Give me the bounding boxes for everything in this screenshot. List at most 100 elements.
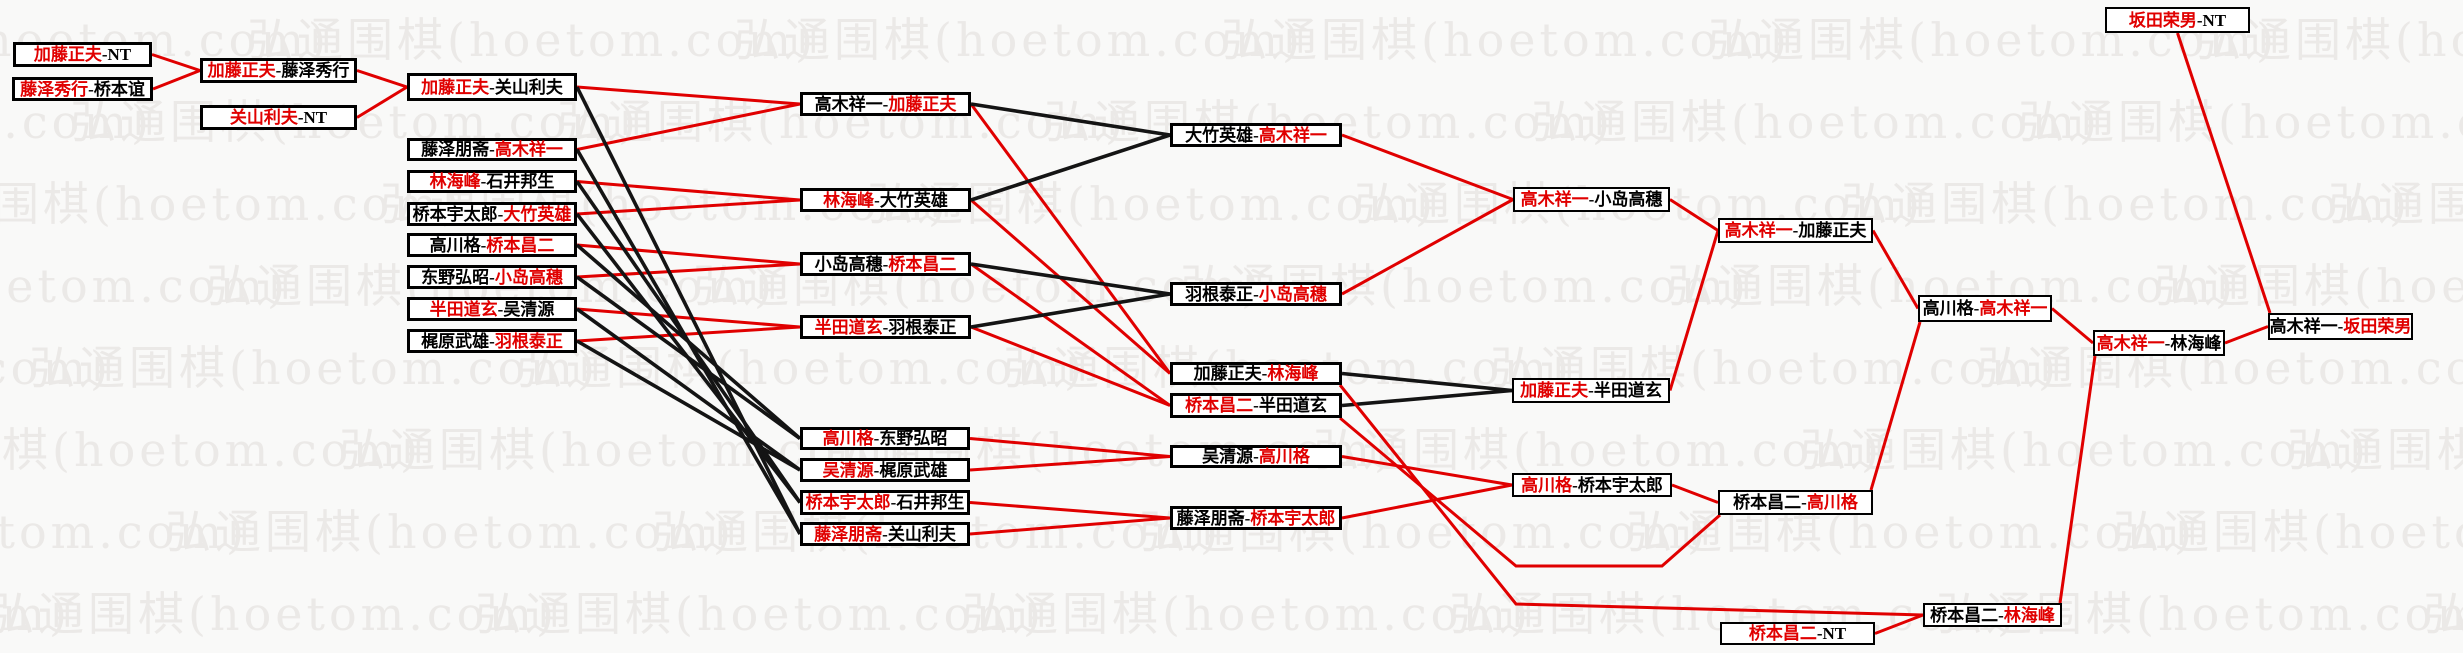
player-name-right: NT — [303, 108, 328, 127]
match-separator: - — [480, 172, 487, 191]
match-separator: - — [882, 317, 889, 337]
player-name-right: 桥本宇太郎 — [1577, 475, 1663, 495]
watermark-text: 弘通围棋(hoetom.com) — [2154, 259, 2463, 313]
bracket-line — [356, 85, 408, 119]
match-separator: - — [1588, 381, 1594, 400]
match-box: 藤泽朋斋-桥本宇太郎 — [1170, 506, 1342, 530]
match-box: 半田道玄-羽根泰正 — [800, 315, 971, 339]
player-name-right: 大竹英雄 — [503, 204, 572, 224]
bracket-line — [1874, 613, 1924, 635]
watermark-text: 弘通围棋(hoetom.com) — [0, 177, 463, 231]
watermark-text: 弘通围棋(hoetom.com) — [962, 587, 1532, 641]
match-box: 羽根泰正-小岛高穗 — [1170, 282, 1342, 306]
player-name-right: 吴清源 — [503, 299, 555, 319]
player-name-left: 梶原武雄 — [421, 331, 490, 351]
match-box: 加藤正夫-林海峰 — [1170, 362, 1342, 385]
match-box: 半田道玄-吴清源 — [407, 297, 577, 321]
watermark-text: 弘通围棋(hoetom.com) — [0, 587, 71, 641]
bracket-line — [1341, 198, 1514, 296]
player-name-right: NT — [2202, 10, 2227, 30]
bracket-line — [970, 262, 1171, 407]
player-name-left: 加藤正夫 — [1520, 381, 1589, 400]
player-name-left: 关山利夫 — [229, 108, 298, 127]
player-name-left: 加藤正夫 — [33, 45, 102, 64]
match-box: 加藤正夫-藤泽秀行 — [200, 58, 357, 83]
watermark-text: 弘通围棋(hoetom.com) — [0, 423, 422, 477]
match-separator: - — [489, 140, 495, 159]
player-name-right: 东野弘昭 — [879, 429, 948, 448]
match-separator: - — [101, 45, 108, 64]
bracket-line — [1341, 388, 1513, 408]
match-separator: - — [275, 61, 282, 80]
bracket-line — [576, 325, 801, 343]
watermark-text: 弘通围棋(hoetom.com) — [0, 95, 153, 149]
watermark-text: 弘通围棋(hoetom.com) — [2018, 95, 2463, 149]
player-name-left: 高木祥一 — [2096, 333, 2165, 353]
bracket-line — [575, 86, 802, 535]
player-name-left: 桥本昌二 — [1733, 493, 1802, 512]
bracket-line — [356, 69, 408, 89]
player-name-right: 桥本昌二 — [888, 254, 957, 274]
player-name-left: 小岛高穗 — [814, 254, 883, 274]
match-box: 林海峰-石井邦生 — [407, 170, 577, 193]
bracket-line — [575, 243, 802, 440]
bracket-line — [1341, 371, 1513, 393]
match-separator: - — [1998, 605, 2004, 625]
match-box: 桥本昌二-半田道玄 — [1170, 393, 1342, 418]
match-separator: - — [1244, 508, 1251, 528]
player-name-right: 加藤正夫 — [1798, 221, 1867, 240]
player-name-left: 高木祥一 — [2269, 317, 2338, 336]
player-name-right: 坂田荣男 — [2343, 317, 2412, 336]
player-name-left: 高木祥一 — [1724, 221, 1793, 240]
match-box: 加藤正夫-关山利夫 — [407, 73, 577, 101]
match-separator: - — [88, 79, 94, 99]
player-name-left: 羽根泰正 — [1185, 284, 1254, 304]
bracket-line — [576, 262, 801, 279]
bracket-line — [1871, 229, 1920, 310]
match-separator: - — [1253, 125, 1259, 145]
match-separator: - — [1261, 364, 1268, 383]
bracket-line — [970, 133, 1171, 202]
match-box: 高木祥一-加藤正夫 — [800, 92, 971, 116]
match-separator: - — [497, 204, 504, 224]
match-box: 桥本昌二-NT — [1720, 622, 1875, 645]
match-separator: - — [1588, 190, 1595, 209]
player-name-right: 林海峰 — [2170, 333, 2222, 353]
bracket-line — [970, 198, 1171, 375]
match-box: 高川格-桥本宇太郎 — [1512, 473, 1672, 497]
watermark-text: 弘通围棋(hoetom.com) — [2328, 177, 2463, 231]
match-separator: - — [1816, 624, 1823, 643]
player-name-left: 东野弘昭 — [421, 267, 490, 287]
bracket-line — [1341, 133, 1514, 201]
player-name-right: 高木祥一 — [1258, 125, 1327, 145]
match-separator: - — [882, 524, 888, 544]
match-separator: - — [1572, 475, 1578, 495]
player-name-left: 桥本宇太郎 — [805, 493, 891, 512]
bracket-line — [575, 307, 802, 472]
bracket-line — [152, 69, 201, 91]
bracket-line — [2224, 325, 2269, 345]
match-box: 林海峰-大竹英雄 — [800, 188, 971, 212]
player-name-right: 羽根泰正 — [494, 331, 563, 351]
match-separator: - — [890, 493, 897, 512]
player-name-left: 藤泽朋斋 — [814, 524, 883, 544]
player-name-right: NT — [1822, 624, 1847, 643]
player-name-left: 林海峰 — [823, 190, 875, 210]
player-name-left: 高川格 — [429, 235, 481, 255]
match-separator: - — [489, 77, 495, 97]
player-name-left: 高川格 — [1521, 475, 1573, 495]
player-name-left: 大竹英雄 — [1185, 125, 1254, 145]
match-box: 大竹英雄-高木祥一 — [1170, 123, 1342, 147]
match-box: 桥本昌二-高川格 — [1718, 490, 1873, 515]
bracket-line — [1671, 483, 1719, 504]
player-name-right: 羽根泰正 — [888, 317, 957, 337]
player-name-left: 加藤正夫 — [421, 77, 490, 97]
player-name-right: NT — [107, 45, 132, 64]
bracket-line — [969, 516, 1171, 536]
match-separator: - — [297, 108, 304, 127]
match-separator: - — [480, 235, 487, 255]
match-separator: - — [873, 460, 880, 480]
player-name-left: 高木祥一 — [814, 94, 883, 114]
player-name-right: 石井邦生 — [896, 493, 965, 512]
match-box: 关山利夫-NT — [200, 105, 357, 130]
